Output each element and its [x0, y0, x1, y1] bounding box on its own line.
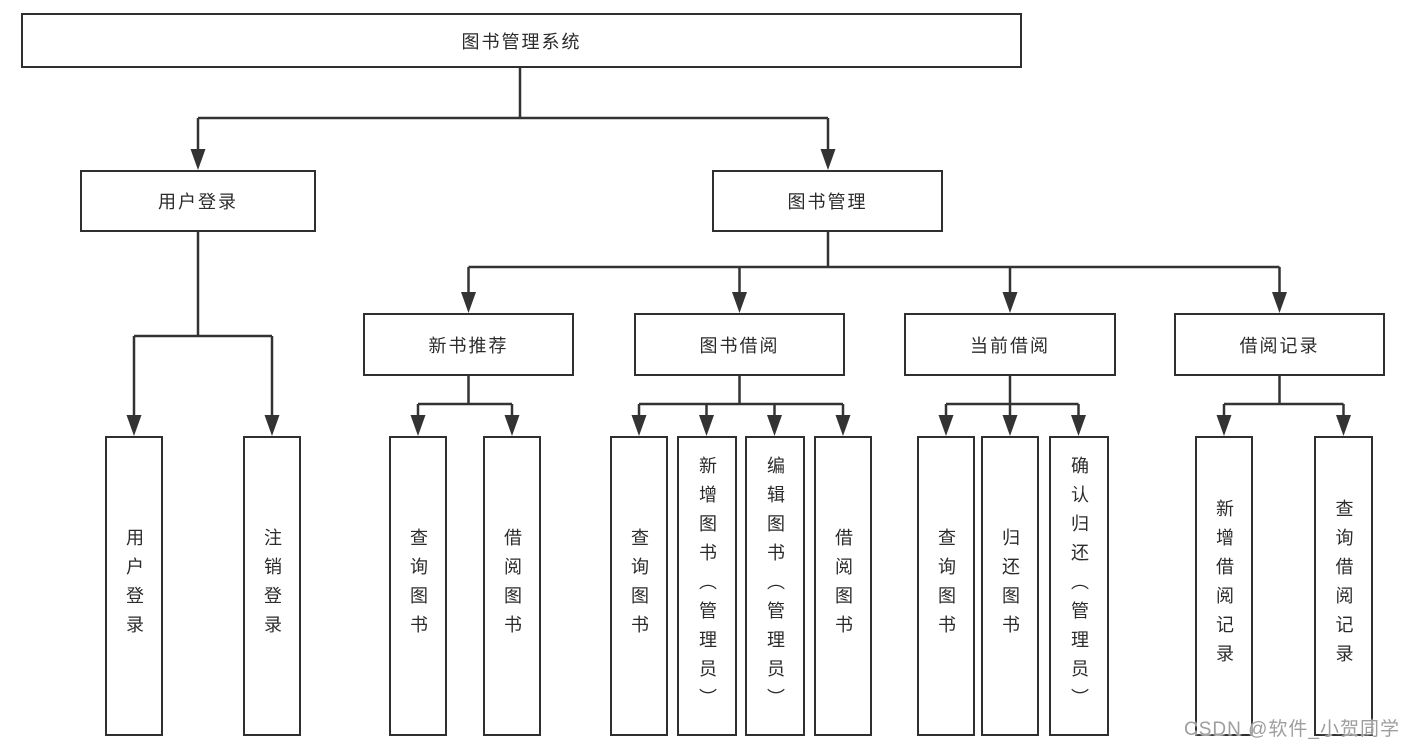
node-label: 用户登录 [158, 192, 238, 212]
edge-newbooks-to-leaves [416, 376, 514, 419]
node-label: 借阅记录 [1239, 335, 1320, 356]
node-label: 注销登录 [262, 528, 282, 644]
edge-records-to-leaves [1222, 376, 1345, 419]
node-label: 查询图书 [408, 528, 428, 644]
arrow-head [699, 415, 714, 436]
leaf-bb-edit-books-admin: 编辑图书（管理员） [745, 436, 805, 736]
node-label: 新书推荐 [428, 335, 509, 356]
leaf-bb-add-books-admin: 新增图书（管理员） [677, 436, 737, 736]
node-user-login: 用户登录 [80, 170, 316, 232]
node-label: 查询借阅记录 [1333, 499, 1354, 673]
arrow-head [504, 415, 520, 436]
arrow-head [190, 149, 206, 170]
arrow-head [1002, 292, 1018, 313]
edge-current-to-leaves [944, 376, 1080, 419]
connector-edges [132, 68, 1345, 419]
arrow-head [1071, 415, 1086, 436]
edge-borrow-to-leaves [637, 376, 845, 419]
leaf-logout: 注销登录 [243, 436, 301, 736]
leaf-br-query-record: 查询借阅记录 [1314, 436, 1373, 736]
leaf-bb-query-books: 查询图书 [610, 436, 668, 736]
arrow-head [1002, 415, 1018, 436]
node-label: 新增借阅记录 [1214, 499, 1234, 673]
node-borrow-records: 借阅记录 [1174, 313, 1385, 376]
node-label: 查询图书 [936, 528, 956, 644]
node-label: 确认归还（管理员） [1069, 455, 1089, 717]
connector-arrowheads [126, 149, 1351, 436]
leaf-new-borrow-books: 借阅图书 [483, 436, 541, 736]
arrow-head [410, 415, 426, 436]
leaf-cb-confirm-return-admin: 确认归还（管理员） [1049, 436, 1109, 736]
leaf-br-add-record: 新增借阅记录 [1195, 436, 1253, 736]
edge-login-to-leaves [132, 232, 274, 419]
arrow-head [264, 415, 280, 436]
arrow-head [835, 415, 851, 436]
arrow-head [126, 415, 142, 436]
node-label: 当前借阅 [970, 335, 1050, 356]
node-label: 新增图书（管理员） [697, 455, 717, 717]
node-label: 借阅图书 [502, 528, 522, 644]
node-root: 图书管理系统 [21, 13, 1022, 68]
node-book-borrow: 图书借阅 [634, 313, 845, 376]
node-label: 归还图书 [1000, 528, 1020, 644]
arrow-head [631, 415, 647, 436]
node-new-book-recommend: 新书推荐 [363, 313, 574, 376]
node-label: 查询图书 [629, 528, 649, 644]
node-book-management: 图书管理 [712, 170, 943, 232]
node-current-borrow: 当前借阅 [904, 313, 1116, 376]
csdn-watermark: CSDN @软件_小贺同学 [1184, 719, 1400, 740]
node-label: 图书管理 [787, 192, 868, 212]
node-label: 图书借阅 [699, 335, 780, 356]
leaf-bb-borrow-books: 借阅图书 [814, 436, 872, 736]
arrow-head [1216, 415, 1232, 436]
arrow-head [1336, 415, 1351, 436]
arrow-head [820, 149, 836, 170]
arrow-head [732, 292, 747, 313]
arrow-head [1272, 292, 1287, 313]
arrow-head [461, 292, 476, 313]
arrow-head [767, 415, 782, 436]
node-label: 图书管理系统 [461, 31, 582, 52]
leaf-new-query-books: 查询图书 [389, 436, 447, 736]
leaf-cb-return-books: 归还图书 [981, 436, 1039, 736]
node-label: 编辑图书（管理员） [765, 455, 785, 717]
node-label: 用户登录 [124, 528, 144, 644]
node-label: 借阅图书 [833, 528, 853, 644]
edge-mgmt-to-level3 [467, 232, 1281, 296]
leaf-cb-query-books: 查询图书 [917, 436, 975, 736]
leaf-user-login: 用户登录 [105, 436, 163, 736]
edge-root-to-level2 [196, 68, 830, 153]
arrow-head [938, 415, 954, 436]
